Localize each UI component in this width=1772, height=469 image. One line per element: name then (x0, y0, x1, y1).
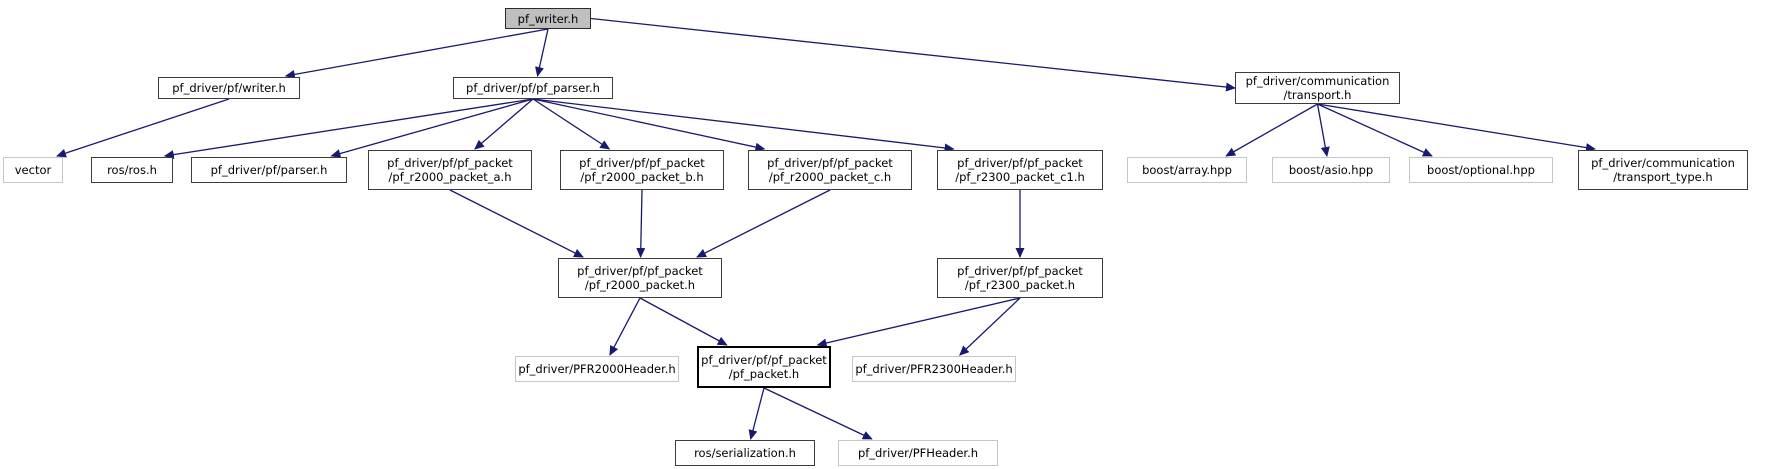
edge-pf_parser-packet_b (532, 98, 611, 150)
graph-node-packet_c[interactable]: pf_driver/pf/pf_packet/pf_r2000_packet_c… (748, 150, 912, 190)
edge-pf_writer-pf_parser (535, 28, 549, 77)
graph-node-boost_array: boost/array.hpp (1127, 157, 1247, 183)
graph-node-label: /pf_r2000_packet_b.h (580, 170, 704, 184)
graph-node-pf_packet[interactable]: pf_driver/pf/pf_packet/pf_packet.h (697, 346, 831, 388)
graph-node-label: pf_writer.h (517, 11, 579, 26)
edge-transport-boost_asio (1316, 103, 1330, 157)
graph-node-label: pf_driver/pf/pf_packet (579, 156, 705, 170)
graph-node-label: pf_driver/PFR2000Header.h (518, 362, 676, 376)
graph-node-label: ros/serialization.h (694, 446, 796, 460)
graph-node-label: boost/asio.hpp (1288, 163, 1374, 177)
edge-pf_writer-writer (284, 28, 549, 79)
graph-node-label: boost/array.hpp (1142, 163, 1232, 177)
graph-node-label: /pf_r2300_packet_c1.h (955, 170, 1085, 184)
graph-node-transport[interactable]: pf_driver/communication/transport.h (1235, 72, 1400, 104)
graph-node-label: pf_driver/pf/pf_parser.h (466, 81, 600, 95)
edge-r2000_packet-pfr2000header (609, 297, 641, 356)
edge-transport-transport_type (1317, 103, 1596, 153)
edge-pf_writer-transport (590, 17, 1236, 92)
graph-node-r2000_packet[interactable]: pf_driver/pf/pf_packet/pf_r2000_packet.h (558, 258, 722, 298)
graph-node-pfr2300header: pf_driver/PFR2300Header.h (852, 356, 1016, 382)
graph-node-ros[interactable]: ros/ros.h (91, 157, 173, 183)
graph-node-vector: vector (3, 157, 63, 183)
graph-node-label: vector (14, 163, 52, 177)
edge-r2300_packet-pf_packet (816, 297, 1021, 348)
edge-r2300_packet-pfr2300header (959, 297, 1021, 356)
graph-node-label: pf_driver/pf/pf_packet (767, 156, 893, 170)
graph-node-label: boost/optional.hpp (1427, 163, 1535, 177)
edge-pf_packet-pfheader (763, 387, 873, 440)
edge-pf_parser-packet_c1 (532, 98, 955, 153)
graph-node-label: /pf_r2000_packet_c.h (768, 170, 892, 184)
graph-node-label: pf_driver/pf/writer.h (172, 81, 286, 95)
edge-transport-boost_array (1225, 103, 1318, 157)
edge-pf_parser-packet_a (474, 98, 534, 150)
graph-node-label: pf_driver/pf/pf_packet (957, 156, 1083, 170)
graph-node-label: pf_driver/PFHeader.h (857, 446, 979, 460)
graph-node-r2300_packet[interactable]: pf_driver/pf/pf_packet/pf_r2300_packet.h (937, 258, 1103, 298)
edge-transport-boost_optional (1317, 103, 1433, 157)
edge-group (56, 17, 1596, 440)
graph-node-pfr2000header: pf_driver/PFR2000Header.h (515, 356, 679, 382)
graph-node-serialization[interactable]: ros/serialization.h (675, 440, 815, 466)
edge-pf_parser-packet_c (532, 98, 766, 152)
graph-node-label: /transport_type.h (1613, 170, 1713, 184)
edge-pf_parser-parser (330, 98, 534, 158)
graph-node-label: /pf_r2000_packet.h (584, 278, 696, 292)
graph-node-label: pf_driver/PFR2300Header.h (855, 362, 1013, 376)
graph-node-label: pf_driver/pf/pf_packet (387, 156, 513, 170)
graph-node-pf_writer[interactable]: pf_writer.h (505, 8, 591, 29)
graph-node-pf_parser[interactable]: pf_driver/pf/pf_parser.h (453, 77, 613, 99)
graph-node-packet_c1[interactable]: pf_driver/pf/pf_packet/pf_r2300_packet_c… (937, 150, 1103, 190)
graph-node-label: pf_driver/pf/pf_packet (577, 264, 703, 278)
graph-node-label: /transport.h (1283, 88, 1352, 102)
graph-node-label: /pf_packet.h (728, 367, 800, 381)
graph-node-pfheader: pf_driver/PFHeader.h (838, 440, 998, 466)
graph-node-boost_asio: boost/asio.hpp (1272, 157, 1390, 183)
graph-node-label: pf_driver/pf/pf_packet (701, 353, 827, 367)
graph-node-boost_optional: boost/optional.hpp (1409, 157, 1553, 183)
edge-pf_parser-ros (163, 98, 534, 160)
edge-pf_packet-serialization (748, 387, 765, 440)
graph-node-transport_type[interactable]: pf_driver/communication/transport_type.h (1578, 150, 1748, 190)
graph-node-packet_b[interactable]: pf_driver/pf/pf_packet/pf_r2000_packet_b… (560, 150, 724, 190)
graph-node-label: pf_driver/communication (1591, 156, 1735, 170)
graph-node-packet_a[interactable]: pf_driver/pf/pf_packet/pf_r2000_packet_a… (368, 150, 532, 190)
graph-node-label: /pf_r2000_packet_a.h (388, 170, 512, 184)
graph-node-writer[interactable]: pf_driver/pf/writer.h (158, 77, 300, 99)
edge-packet_a-r2000_packet (449, 189, 584, 258)
edge-packet_c-r2000_packet (696, 189, 831, 258)
graph-node-label: pf_driver/communication (1245, 74, 1390, 88)
graph-node-label: /pf_r2300_packet.h (964, 278, 1076, 292)
graph-node-label: pf_driver/pf/parser.h (210, 163, 328, 177)
graph-node-parser[interactable]: pf_driver/pf/parser.h (191, 157, 347, 183)
edge-r2000_packet-pf_packet (639, 297, 728, 346)
edge-writer-vector (56, 98, 230, 158)
graph-node-label: ros/ros.h (107, 163, 157, 177)
graph-node-label: pf_driver/pf/pf_packet (957, 264, 1083, 278)
edge-packet_b-r2000_packet (636, 189, 646, 258)
